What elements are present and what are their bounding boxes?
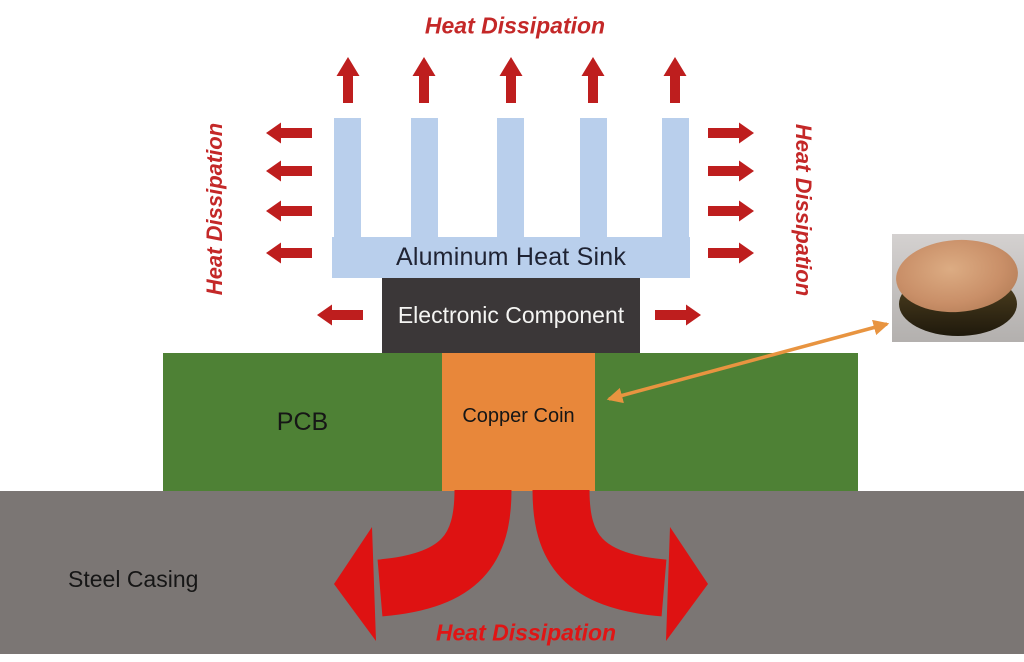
up-arrow-icon	[581, 57, 605, 103]
heat-sink-base: Aluminum Heat Sink	[332, 237, 690, 278]
left-arrow-icon	[266, 242, 312, 264]
heat-sink-fin	[662, 118, 689, 239]
up-arrow-icon	[499, 57, 523, 103]
right-arrow-icon	[655, 304, 701, 326]
left-arrow-icon	[317, 304, 363, 326]
left-arrow-icon	[266, 200, 312, 222]
electronic-component-block: Electronic Component	[382, 278, 640, 353]
heat-dissipation-left-label: Heat Dissipation	[202, 122, 227, 296]
up-arrow-icon	[336, 57, 360, 103]
right-arrow-icon	[708, 242, 754, 264]
heat-dissipation-right-label: Heat Dissipation	[791, 123, 816, 297]
right-arrow-icon	[708, 160, 754, 182]
heat-dissipation-top-label: Heat Dissipation	[424, 12, 606, 39]
copper-coin-label: Copper Coin	[462, 405, 575, 427]
heat-sink-fin	[411, 118, 438, 239]
copper-coin-block: Copper Coin	[442, 353, 595, 491]
right-arrow-icon	[708, 122, 754, 144]
left-arrow-icon	[266, 160, 312, 182]
steel-casing-block	[0, 491, 1024, 654]
up-arrow-icon	[412, 57, 436, 103]
left-arrow-icon	[266, 122, 312, 144]
heat-sink-fin	[334, 118, 361, 239]
heat-sink-label: Aluminum Heat Sink	[395, 243, 627, 271]
heat-dissipation-bottom-label: Heat Dissipation	[435, 619, 617, 646]
steel-casing-label: Steel Casing	[68, 566, 199, 592]
heat-sink-fin	[497, 118, 524, 239]
heat-sink-fin	[580, 118, 607, 239]
copper-coin-photo	[892, 234, 1024, 342]
right-arrow-icon	[708, 200, 754, 222]
pcb-label: PCB	[276, 408, 329, 436]
electronic-component-label: Electronic Component	[397, 302, 625, 328]
up-arrow-icon	[663, 57, 687, 103]
